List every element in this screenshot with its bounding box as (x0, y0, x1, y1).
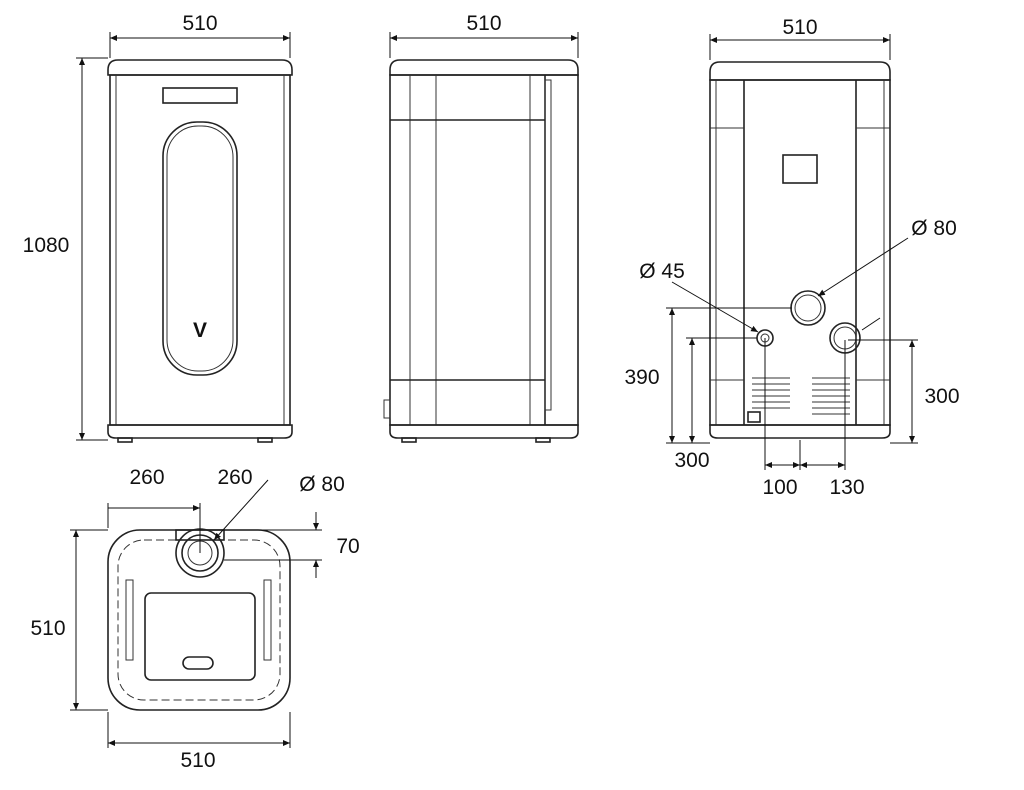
leader-line (213, 479, 269, 541)
top-depth-label: 510 (30, 617, 65, 640)
rear-width-label: 510 (782, 16, 817, 39)
handle-slot (162, 87, 238, 104)
foot (535, 437, 551, 443)
top-offset-a-label: 260 (129, 466, 164, 489)
body-outline (107, 529, 291, 711)
foot (401, 437, 417, 443)
top-offset-b-label: 260 (217, 466, 252, 489)
door-edge (544, 79, 552, 411)
brand-logo: V (193, 319, 207, 342)
top-cap (709, 61, 891, 81)
base-plinth (709, 424, 891, 439)
power-socket (747, 411, 761, 423)
rating-plate (782, 154, 818, 184)
side-width-label: 510 (466, 12, 501, 35)
inlet-height-label: 390 (624, 366, 659, 389)
base-plinth (389, 424, 579, 439)
leader-line (817, 237, 909, 297)
leader-line (671, 281, 759, 333)
body-outline (709, 79, 891, 426)
top-cap (107, 59, 293, 76)
top-cap (389, 59, 579, 76)
lid-handle (182, 656, 214, 670)
top-flue-depth-label: 70 (336, 535, 359, 558)
side-view: 510 (383, 12, 579, 443)
vent-grille (752, 377, 850, 415)
offset-right-label: 130 (829, 476, 864, 499)
front-width-label: 510 (182, 12, 217, 35)
body-outline (109, 74, 291, 426)
rear-view: 510 Ø 80 Ø 45 390 300 300 100 130 (624, 16, 959, 499)
offset-left-label: 100 (762, 476, 797, 499)
foot (257, 437, 273, 443)
flue-diameter-label: Ø 80 (911, 217, 957, 240)
side-knob (383, 399, 391, 419)
hopper-lid (144, 592, 256, 681)
base-plinth (107, 424, 293, 439)
flue-height-right-label: 300 (924, 385, 959, 408)
foot (117, 437, 133, 443)
flue-outlet (790, 290, 826, 326)
top-view: 260 260 Ø 80 70 510 510 (30, 466, 359, 772)
glass-window (162, 121, 238, 376)
inlet-diameter-label: Ø 45 (639, 260, 685, 283)
front-height-label: 1080 (23, 234, 70, 257)
body-outline (389, 74, 579, 426)
top-flue-diameter-label: Ø 80 (299, 473, 345, 496)
top-width-label: 510 (180, 749, 215, 772)
front-view: V 510 1080 (23, 12, 293, 443)
flue-height-left-label: 300 (674, 449, 709, 472)
